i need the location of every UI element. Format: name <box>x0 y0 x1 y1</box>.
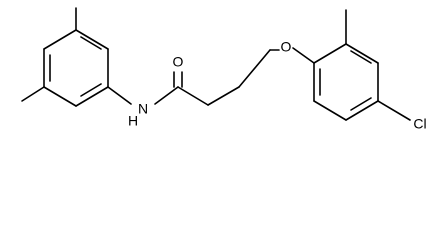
bond <box>292 47 315 64</box>
bond <box>107 86 132 105</box>
amide-linkage <box>107 71 209 106</box>
bond <box>75 29 109 50</box>
chlorine-label: Cl <box>413 116 426 132</box>
bond <box>207 86 240 106</box>
right-aryl-ring <box>313 9 411 121</box>
nitrogen-label: N <box>138 101 148 117</box>
aromatic-bond <box>80 36 102 50</box>
carbonyl-oxygen-label: O <box>173 54 184 70</box>
aromatic-bond <box>80 83 102 97</box>
alkyl-chain <box>207 49 280 106</box>
bond <box>75 86 109 107</box>
hydrogen-label: H <box>128 113 138 129</box>
bond <box>154 86 179 105</box>
methyl-bond <box>21 86 45 102</box>
chloro-bond <box>377 100 411 121</box>
ether-oxygen-label: O <box>281 39 292 55</box>
molecule-canvas: N H O O Cl <box>21 7 427 132</box>
bond <box>313 43 347 64</box>
bond <box>43 86 77 107</box>
bond <box>238 49 271 88</box>
aromatic-bond <box>350 50 372 64</box>
structure-diagram: N H O O Cl <box>21 7 427 132</box>
bond <box>345 100 379 121</box>
bond <box>177 86 209 106</box>
bond <box>43 29 77 50</box>
aromatic-bond <box>350 97 372 111</box>
left-aryl-ring <box>21 7 109 107</box>
bond <box>313 100 347 121</box>
ether-linkage <box>292 47 315 64</box>
bond <box>345 43 379 64</box>
